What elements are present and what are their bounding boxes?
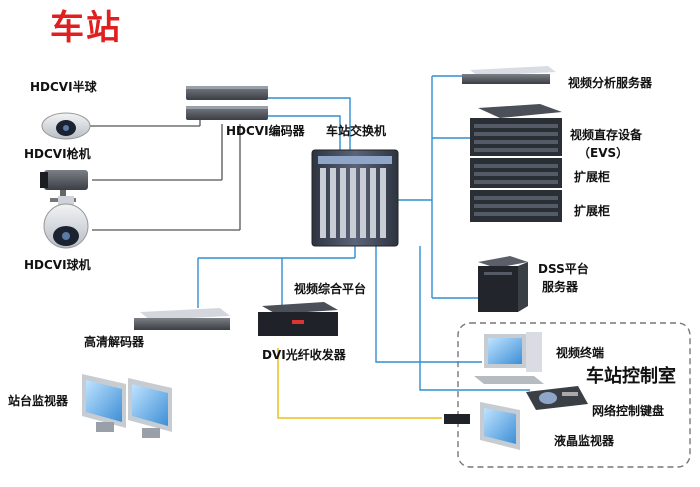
- hdcvi-encoder: [186, 86, 268, 120]
- fiber-links: [277, 348, 442, 419]
- fiber-link-lcd: [277, 348, 442, 419]
- net-link-video-terminal: [375, 246, 482, 363]
- label-dss-server-1: DSS平台: [538, 262, 589, 276]
- evs-storage: [470, 104, 562, 156]
- label-control-room: 车站控制室: [586, 366, 676, 387]
- net-link-keyboard: [419, 246, 530, 391]
- dss-platform-server: [478, 256, 528, 312]
- coax-links: [90, 108, 241, 231]
- net-link-encoder-switch: [268, 97, 351, 150]
- hdcvi-dome-camera: [41, 112, 91, 140]
- hdcvi-ptz-camera: [43, 196, 89, 249]
- label-evs: 视频直存设备: [570, 128, 643, 142]
- label-encoder: HDCVI编码器: [226, 124, 305, 138]
- label-hdcvi-dome: HDCVI半球: [30, 80, 97, 94]
- network-links: [197, 75, 530, 391]
- label-dvi-transceiver: DVI光纤收发器: [262, 348, 346, 362]
- hd-decoder: [134, 308, 230, 330]
- platform-monitor-left: [82, 374, 126, 432]
- net-link-encoder-switch-2: [268, 115, 341, 150]
- label-expansion-2: 扩展柜: [574, 204, 611, 218]
- label-expansion-1: 扩展柜: [574, 170, 611, 184]
- network-control-keyboard: [526, 386, 588, 410]
- label-platform: 视频综合平台: [294, 282, 367, 296]
- video-terminal-pc: [474, 332, 544, 384]
- label-analysis-server: 视频分析服务器: [568, 76, 653, 90]
- label-video-terminal: 视频终端: [556, 346, 605, 360]
- expansion-cabinet-1: [470, 158, 562, 188]
- label-switch: 车站交换机: [326, 124, 387, 138]
- control-room-border: [457, 322, 691, 468]
- expansion-cabinet-2: [470, 190, 562, 222]
- page-title: 车站: [50, 8, 122, 48]
- station-switch: [311, 149, 399, 247]
- label-decoder: 高清解码器: [84, 335, 145, 349]
- label-keyboard: 网络控制键盘: [592, 404, 665, 418]
- dvi-fiber-transceiver: [258, 302, 338, 336]
- label-dss-server-2: 服务器: [542, 280, 579, 294]
- label-hdcvi-bullet: HDCVI枪机: [24, 147, 91, 161]
- label-lcd-monitor: 液晶监视器: [554, 434, 615, 448]
- label-evs-sub: （EVS）: [578, 146, 629, 160]
- video-analysis-server: [462, 66, 556, 84]
- label-station-monitor: 站台监视器: [8, 394, 69, 408]
- label-hdcvi-ptz: HDCVI球机: [24, 258, 91, 272]
- platform-monitor-right: [128, 378, 172, 438]
- lcd-monitor: [444, 402, 520, 450]
